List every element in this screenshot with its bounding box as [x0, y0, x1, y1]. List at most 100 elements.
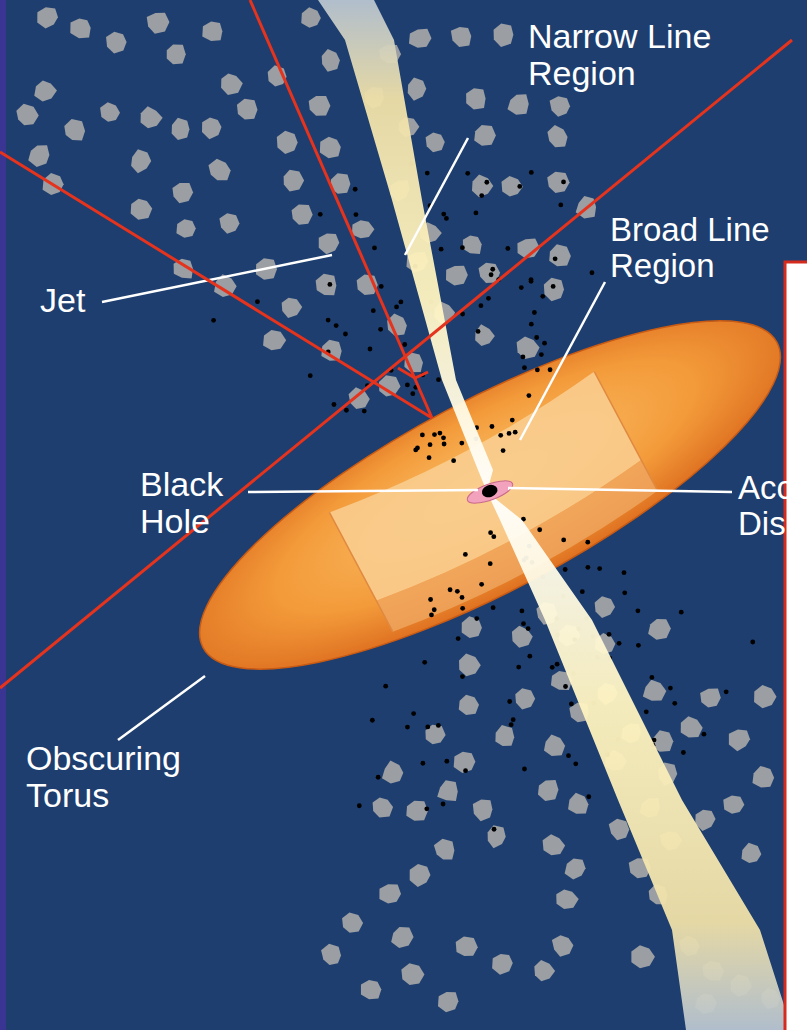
broad-line-dot	[534, 335, 539, 340]
narrow-line-cloud	[474, 125, 496, 146]
broad-line-dot	[535, 368, 540, 373]
broad-line-dot	[548, 367, 553, 372]
broad-line-dot	[522, 365, 527, 370]
narrow-line-cloud	[373, 798, 393, 818]
narrow-line-cloud	[352, 220, 375, 238]
broad-line-dot	[561, 537, 566, 542]
broad-line-dot	[429, 613, 434, 618]
broad-line-dot	[405, 725, 410, 730]
narrow-line-cloud	[451, 27, 471, 47]
narrow-line-cloud	[172, 183, 193, 203]
narrow-line-cloud	[741, 843, 761, 863]
narrow-line-cloud	[752, 766, 774, 788]
broad-line-dot	[479, 193, 484, 198]
broad-line-dot	[460, 595, 465, 600]
narrow-line-cloud	[495, 725, 514, 746]
narrow-line-cloud	[700, 688, 721, 707]
narrow-line-cloud	[284, 170, 305, 192]
jet-upper	[318, 0, 493, 492]
broad-line-dot	[498, 433, 503, 438]
narrow-line-cloud	[466, 88, 485, 109]
broad-line-dot	[484, 180, 489, 185]
broad-line-dot	[679, 610, 684, 615]
broad-line-dot	[425, 171, 430, 176]
narrow-line-cloud	[631, 945, 655, 968]
narrow-line-cloud	[643, 680, 667, 701]
broad-line-dot	[558, 203, 563, 208]
broad-line-dot	[507, 431, 512, 436]
broad-line-dot	[521, 355, 526, 360]
broad-line-dot	[343, 332, 348, 337]
narrow-line-cloud	[550, 96, 570, 117]
broad-line-dot	[460, 245, 465, 250]
broad-line-dot	[569, 702, 574, 707]
narrow-line-cloud	[391, 927, 413, 948]
narrow-line-cloud	[16, 104, 38, 125]
broad-line-dot	[368, 347, 373, 352]
obscuring-torus	[158, 259, 807, 732]
broad-line-dot	[451, 458, 456, 463]
broad-line-dot	[553, 256, 558, 261]
part-label: Broad Line Region	[610, 212, 795, 285]
narrow-line-cloud	[410, 864, 431, 887]
broad-line-dot	[344, 408, 349, 413]
broad-line-dot	[448, 587, 453, 592]
broad-line-dot	[459, 441, 464, 446]
overlay-panel	[785, 262, 807, 1030]
narrow-line-cloud	[547, 172, 569, 193]
broad-line-dot	[501, 448, 506, 453]
narrow-line-cloud	[488, 825, 506, 848]
broad-line-dot	[428, 442, 433, 447]
broad-line-dot	[566, 753, 571, 758]
broad-line-dot	[383, 684, 388, 689]
broad-line-dot	[542, 341, 547, 346]
broad-line-dot	[573, 761, 578, 766]
narrow-line-cloud	[508, 94, 529, 114]
narrow-line-cloud	[472, 174, 493, 197]
narrow-line-cloud	[172, 118, 190, 140]
narrow-line-cloud	[131, 149, 151, 173]
broad-line-dot	[465, 171, 470, 176]
broad-line-dot	[394, 305, 399, 310]
broad-line-dot	[488, 530, 493, 535]
broad-line-dot	[511, 717, 516, 722]
narrow-line-cloud	[543, 834, 566, 855]
narrow-line-cloud	[28, 145, 49, 167]
broad-line-dot	[372, 246, 377, 251]
broad-line-dot	[444, 216, 449, 221]
broad-line-dot	[537, 527, 542, 532]
narrow-line-cloud	[565, 858, 586, 879]
broad-line-dot	[432, 432, 437, 437]
narrow-line-cloud	[406, 801, 428, 821]
leader-line	[508, 488, 732, 492]
part-label: Acc Dis	[738, 470, 804, 543]
broad-line-dot	[529, 170, 534, 175]
narrow-line-cloud	[454, 752, 476, 773]
broad-line-dot	[636, 643, 641, 648]
broad-line-dot	[476, 329, 481, 334]
narrow-line-cloud	[609, 819, 630, 841]
torus-body	[158, 259, 807, 732]
broad-line-dot	[332, 402, 337, 407]
broad-line-dot	[529, 277, 534, 282]
narrow-line-cloud	[282, 298, 303, 318]
leader-line	[405, 138, 468, 255]
narrow-line-cloud	[70, 19, 90, 39]
broad-line-dot	[521, 621, 526, 626]
narrow-line-cloud	[202, 21, 222, 41]
broad-line-dot	[491, 605, 496, 610]
narrow-line-cloud	[147, 13, 170, 34]
broad-line-dot	[357, 803, 362, 808]
broad-line-dot	[636, 608, 641, 613]
sightline	[0, 152, 432, 418]
narrow-line-cloud	[556, 890, 578, 909]
narrow-line-cloud	[37, 7, 58, 28]
broad-line-dot	[617, 641, 622, 646]
narrow-line-cloud	[277, 131, 298, 154]
narrow-line-cloud	[176, 219, 195, 237]
narrow-line-cloud	[263, 330, 286, 350]
narrow-line-cloud	[437, 780, 458, 801]
broad-line-dot	[438, 431, 443, 436]
sightline	[0, 40, 792, 688]
